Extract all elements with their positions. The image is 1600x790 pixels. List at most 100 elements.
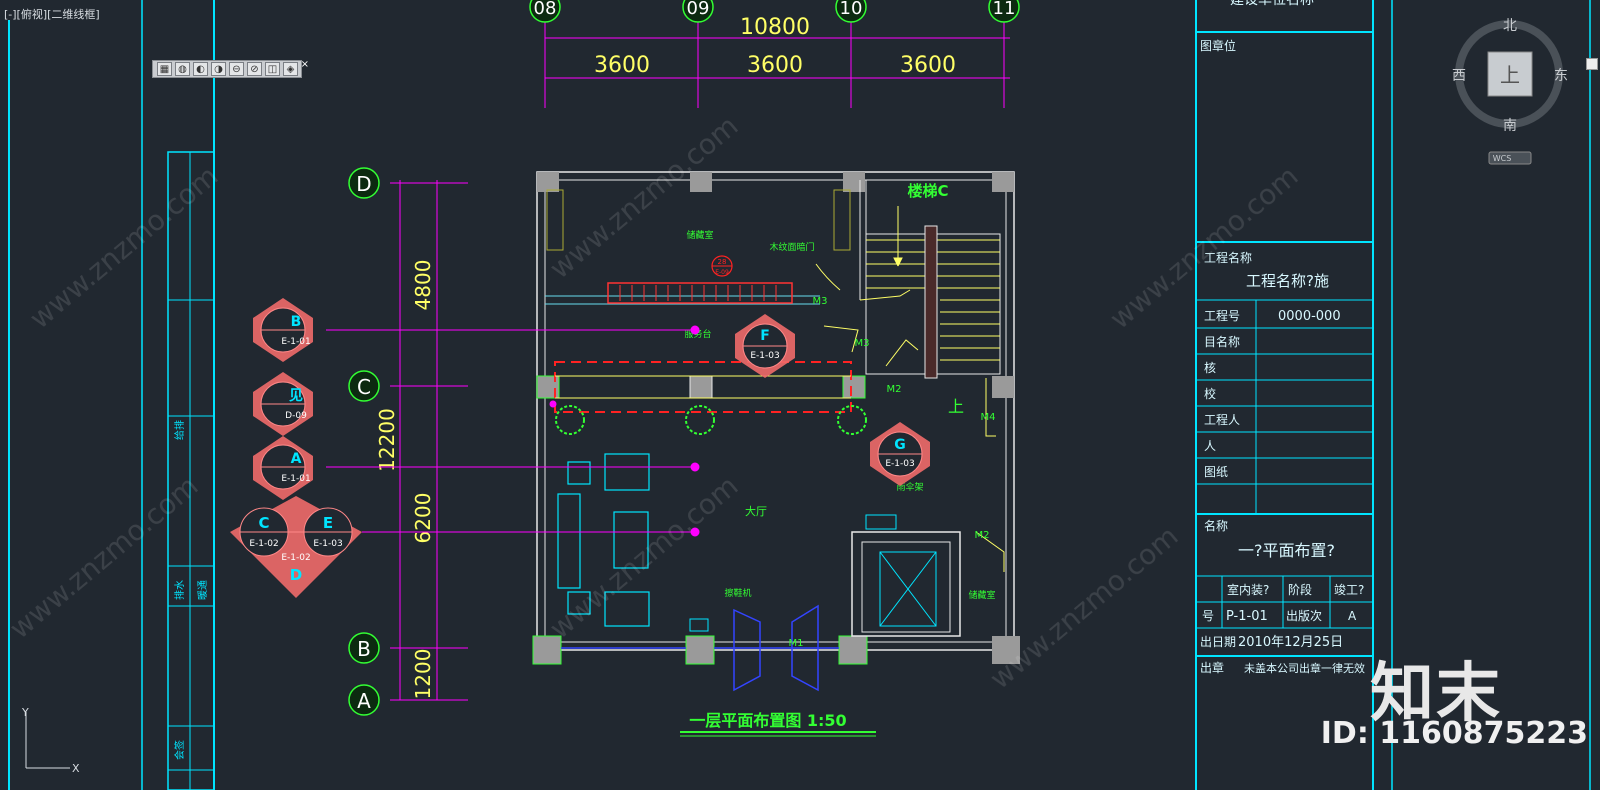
marker-a-top: A <box>291 451 302 467</box>
room-locker: 雨伞架 <box>896 481 923 493</box>
door-tag-4: M4 <box>981 412 996 423</box>
wm-4: www.znzmo.com <box>3 469 204 645</box>
quad-bottom: D <box>290 566 302 584</box>
dim-total-top: 10800 <box>740 15 810 40</box>
scroll-thumb[interactable] <box>1586 58 1598 70</box>
dim-span-3: 3600 <box>900 53 956 78</box>
quad-section-marker[interactable]: C E-1-02 E E-1-03 E-1-02 D <box>230 496 362 598</box>
viewcube-compass[interactable]: 上 北 南 西 东 WCS <box>1452 18 1568 165</box>
door-tag-5: M2 <box>975 530 990 541</box>
index-marker-top: 28 <box>718 258 727 266</box>
quad-left-ref: E-1-02 <box>249 539 278 549</box>
marker-g-bottom: E-1-03 <box>885 459 914 469</box>
tb-no-label: 号 <box>1202 609 1214 623</box>
section-marker-b[interactable]: B E-1-01 <box>253 298 313 362</box>
section-leaders <box>326 325 700 537</box>
grid-label-09: 09 <box>687 0 710 19</box>
elevator[interactable] <box>851 531 961 637</box>
stair[interactable]: 楼梯C <box>865 182 1001 379</box>
strip-label-1: 给排 <box>173 420 186 440</box>
tb-row-2: 工程人 <box>1204 412 1240 427</box>
strip-label-3: 暖通 <box>196 580 209 600</box>
quad-right-ref: E-1-03 <box>313 539 342 549</box>
marker-jian-top: 见 <box>289 388 303 404</box>
tb-project-name-label: 工程名称 <box>1204 250 1252 265</box>
sofa-set[interactable] <box>557 453 650 627</box>
left-frame: 给排 排水 暖通 会签 <box>8 0 215 790</box>
marker-f-bottom: E-1-03 <box>750 351 779 361</box>
tb-discipline: 室内装? <box>1227 582 1269 597</box>
door-tag-6: M1 <box>789 638 804 649</box>
marker-a-bottom: E-1-01 <box>281 474 310 484</box>
toolbar-close-icon[interactable]: × <box>300 59 309 70</box>
watermark-id: ID: 1160875223 <box>1320 716 1588 751</box>
tb-seal-label: 图章位 <box>1200 38 1236 53</box>
compass-east: 东 <box>1554 68 1568 84</box>
marker-g-top: G <box>894 437 906 453</box>
wm-1: www.znzmo.com <box>23 159 224 335</box>
tb-project-no: 0000-000 <box>1278 309 1341 324</box>
strip-label-2: 排水 <box>173 580 186 600</box>
floor-plan[interactable]: 楼梯C <box>532 171 1020 692</box>
viewport-controls[interactable]: [-][俯视][二维线框] <box>4 8 100 21</box>
section-marker-a[interactable]: A E-1-01 <box>253 436 313 500</box>
dim-span-1: 3600 <box>594 53 650 78</box>
ucs-icon: Y X <box>21 706 80 775</box>
compass-center: 上 <box>1500 63 1520 87</box>
door-tag-1: M3 <box>813 296 828 307</box>
compass-north: 北 <box>1503 18 1517 34</box>
tb-drawing-name: 一?平面布置? <box>1238 541 1335 560</box>
entrance-door[interactable] <box>561 604 839 692</box>
watermark-logo: 知末 <box>1370 657 1502 731</box>
marker-f-top: F <box>760 328 770 344</box>
toolbar-btn-8[interactable]: ◈ <box>283 62 298 76</box>
compass-south: 南 <box>1503 118 1517 134</box>
tb-date-label: 出日期 <box>1200 635 1236 649</box>
wcs-label: WCS <box>1493 154 1512 163</box>
plan-title: 一层平面布置图 1:50 <box>680 711 876 737</box>
title-block: 建设单位名称 图章位 工程名称 工程名称?施 工程号 0000-000 目名称 … <box>1195 0 1591 790</box>
door-tag-2: M3 <box>855 338 870 349</box>
compass-west: 西 <box>1452 68 1466 84</box>
reception-zone[interactable] <box>554 361 852 413</box>
top-dimensions: 08 09 10 11 10800 3600 3600 3600 <box>529 0 1020 108</box>
service-counter[interactable] <box>607 282 793 304</box>
tb-edition-label: 出版次 <box>1286 609 1322 623</box>
marker-b-bottom: E-1-01 <box>281 337 310 347</box>
grid-label-10: 10 <box>840 0 863 19</box>
tb-stage: 竣工? <box>1334 582 1364 597</box>
toolbar-btn-6[interactable]: ⊘ <box>247 62 262 76</box>
toolbar-btn-5[interactable]: ⊖ <box>229 62 244 76</box>
door-tag-3: M2 <box>887 384 902 395</box>
dim-left-1: 4800 <box>411 260 435 311</box>
room-hall: 大厅 <box>745 504 767 518</box>
strip-label-4: 会签 <box>173 740 186 760</box>
section-marker-f[interactable]: F E-1-03 <box>735 314 795 378</box>
grid-label-D: D <box>356 172 371 196</box>
left-dimensions: D C B A 4800 6200 1200 12200 <box>348 167 468 716</box>
toolbar-btn-1[interactable]: ▦ <box>157 62 172 76</box>
dim-left-2: 6200 <box>411 493 435 544</box>
ucs-y: Y <box>21 706 29 719</box>
tb-drawing-name-label: 名称 <box>1204 518 1228 533</box>
tb-no: P-1-01 <box>1226 609 1268 624</box>
wm-5: www.znzmo.com <box>543 469 744 645</box>
toolbar-btn-3[interactable]: ◐ <box>193 62 208 76</box>
dim-left-total: 12200 <box>375 408 399 472</box>
grid-label-08: 08 <box>534 0 557 19</box>
quad-center-ref: E-1-02 <box>281 553 310 563</box>
section-marker-g[interactable]: G E-1-03 <box>870 422 930 486</box>
room-up: 上 <box>948 397 964 416</box>
index-marker-bottom: E-09 <box>715 269 729 276</box>
section-marker-jian[interactable]: 见 D-09 <box>253 372 313 436</box>
watermark-pattern: www.znzmo.com www.znzmo.com www.znzmo.co… <box>3 109 1304 695</box>
toolbar-btn-4[interactable]: ◑ <box>211 62 226 76</box>
plant-3 <box>837 405 867 435</box>
tb-row-4: 图纸 <box>1204 465 1228 479</box>
toolbar-btn-7[interactable]: ◫ <box>265 62 280 76</box>
wcs-button[interactable] <box>1488 151 1532 165</box>
floating-toolbar[interactable]: ▦ ◍ ◐ ◑ ⊖ ⊘ ◫ ◈ × <box>152 59 309 78</box>
toolbar-btn-2[interactable]: ◍ <box>175 62 190 76</box>
tb-item-label: 目名称 <box>1204 334 1240 349</box>
